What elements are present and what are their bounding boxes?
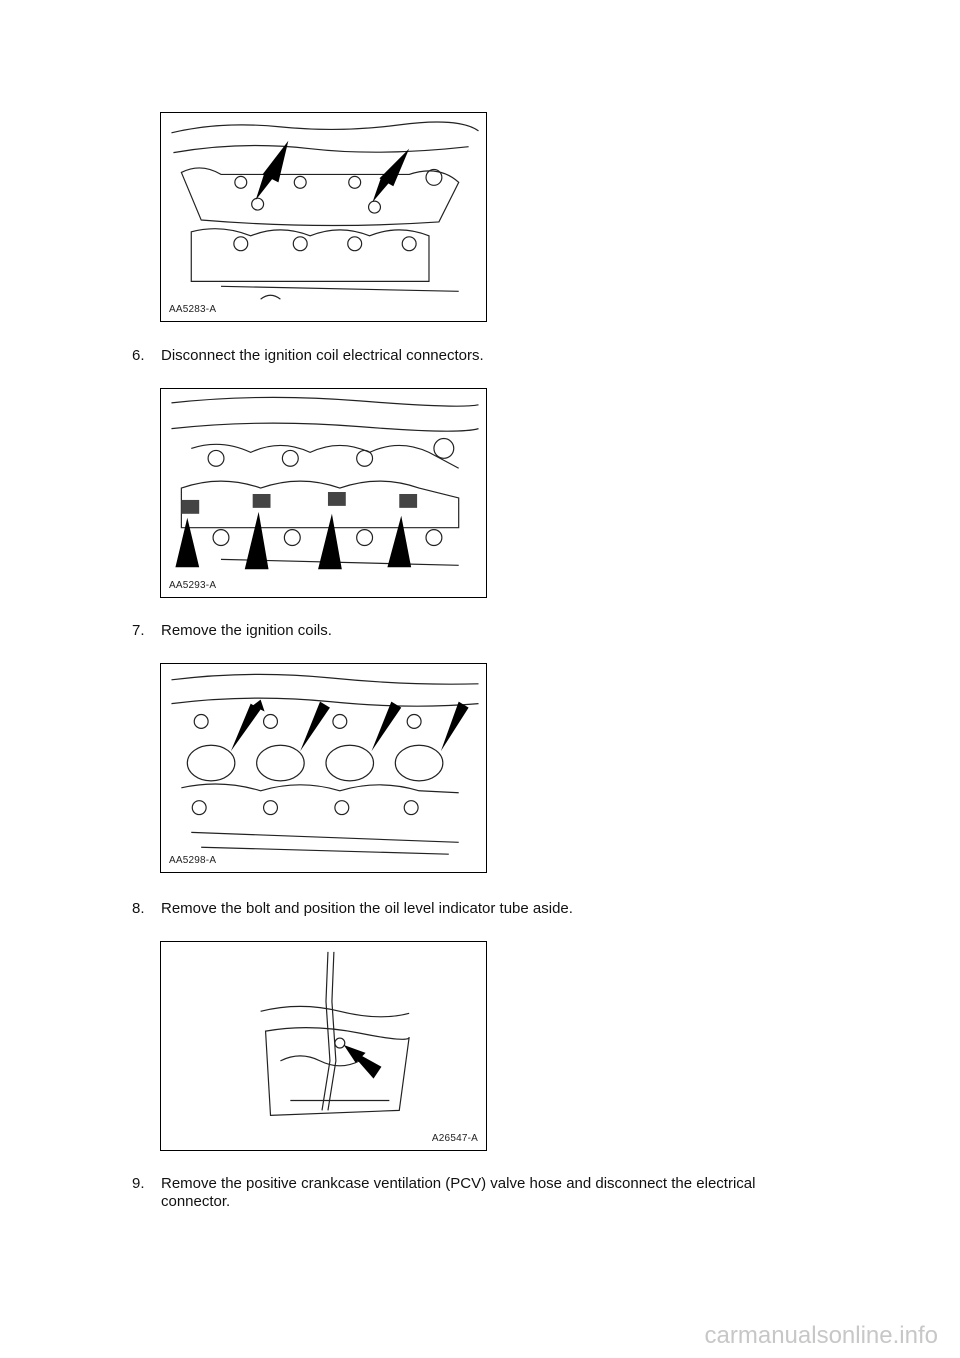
figure-coil-connectors: AA5293-A	[160, 388, 487, 598]
watermark: carmanualsonline.info	[704, 1322, 938, 1349]
step-number: 6.	[132, 347, 145, 364]
figure-code: AA5283-A	[169, 304, 217, 315]
step-number: 8.	[132, 900, 145, 917]
engine-illustration	[260, 951, 410, 1116]
step-text: Remove the ignition coils.	[161, 622, 332, 639]
step-number: 7.	[132, 622, 145, 639]
step-text: Disconnect the ignition coil electrical …	[161, 347, 484, 364]
arrow-shape-1	[255, 172, 274, 201]
step-text-line: connector.	[161, 1193, 231, 1210]
step-number: 9.	[132, 1175, 145, 1192]
engine-illustration	[171, 396, 479, 570]
figure-code: AA5298-A	[169, 855, 217, 866]
figure-oil-level-tube: A26547-A	[160, 941, 487, 1151]
step-text: Remove the bolt and position the oil lev…	[161, 900, 573, 917]
step-text-line: Remove the positive crankcase ventilatio…	[161, 1175, 756, 1192]
engine-illustration	[171, 121, 479, 300]
figure-code: A26547-A	[431, 1133, 478, 1144]
figure-ignition-coils: AA5298-A	[160, 663, 487, 873]
figure-valve-cover-bolts: AA5283-A	[160, 112, 487, 322]
figure-code: AA5293-A	[169, 580, 217, 591]
engine-illustration	[171, 673, 479, 855]
step-text: Remove the positive crankcase ventilatio…	[161, 1175, 821, 1211]
